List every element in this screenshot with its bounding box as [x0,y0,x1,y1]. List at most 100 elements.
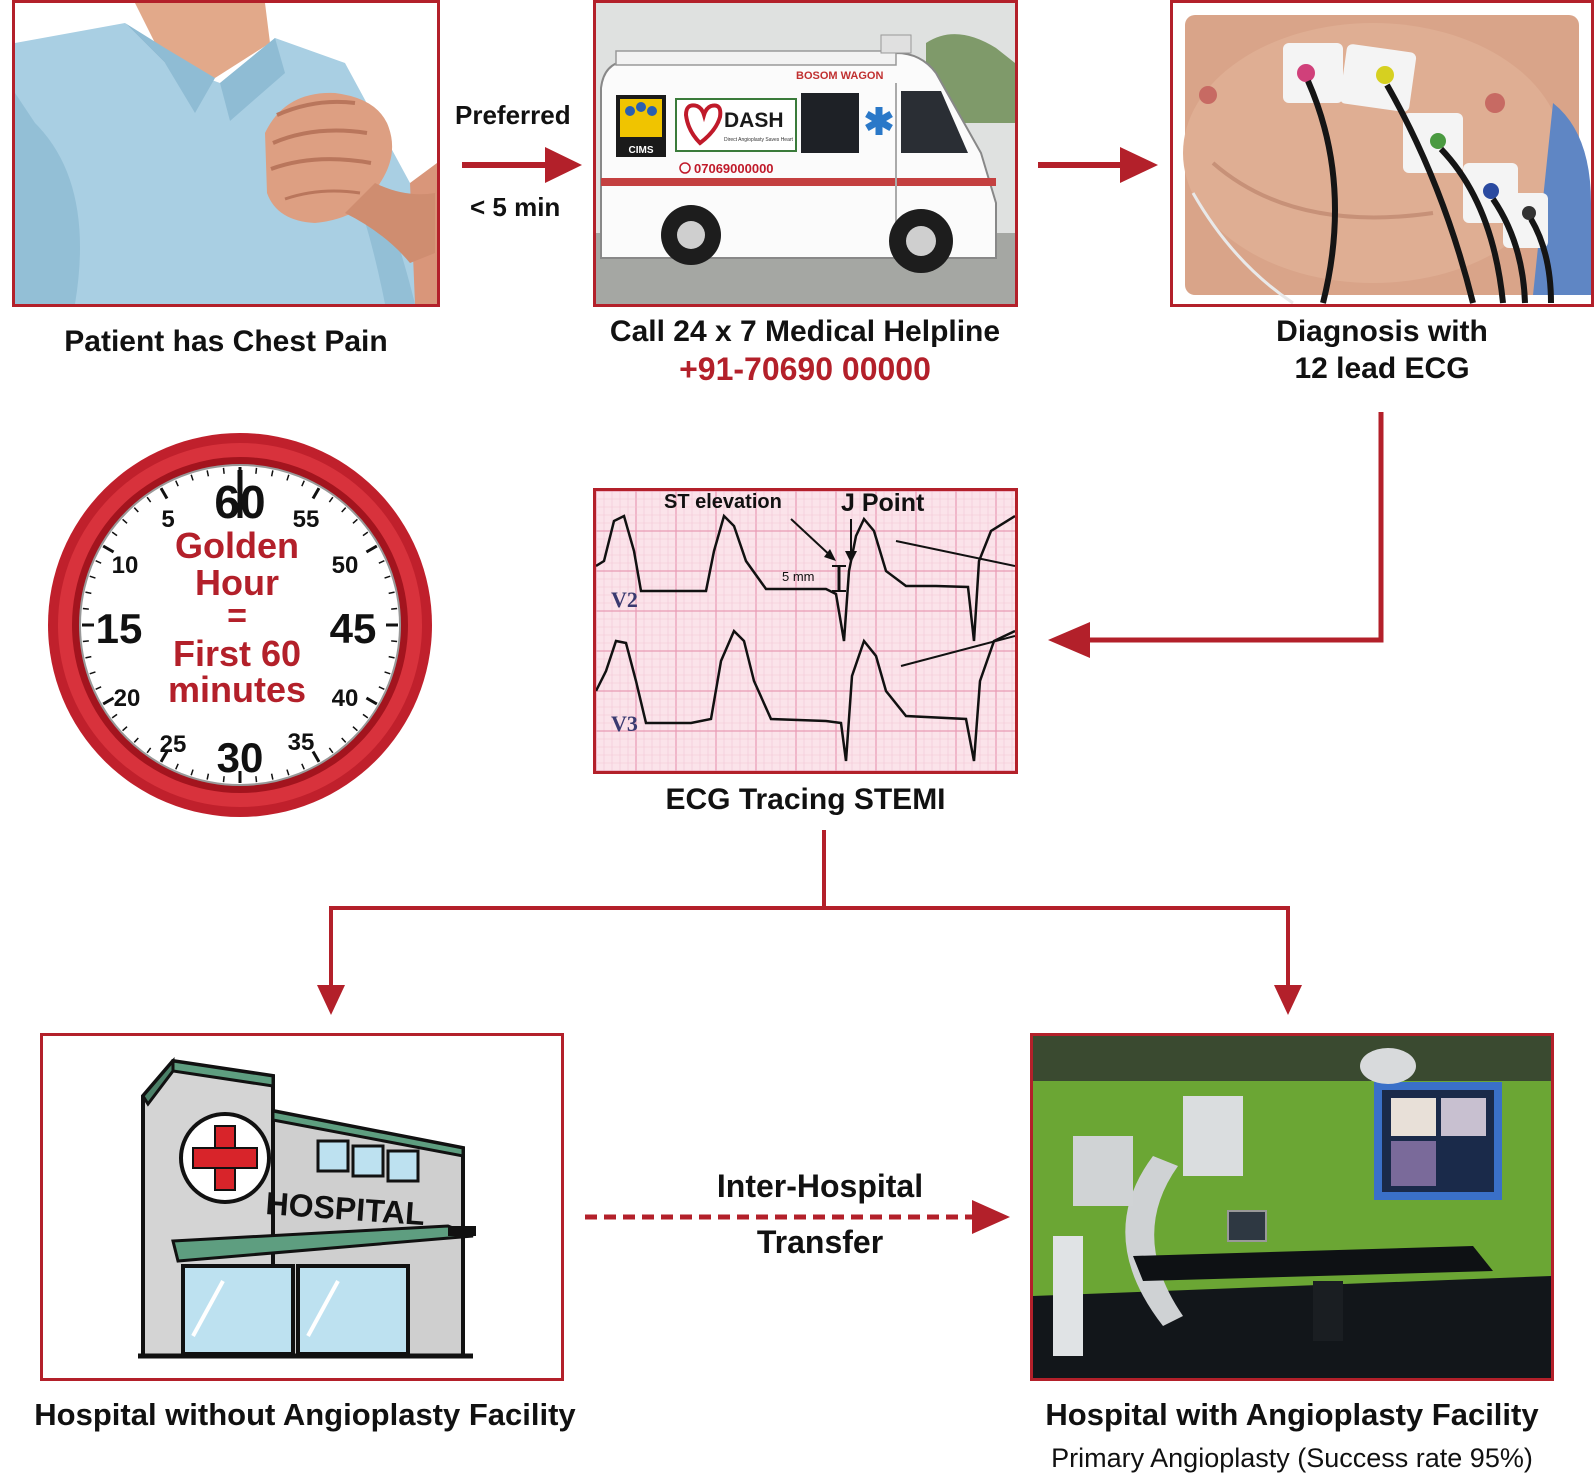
arrow-to-tracing [1048,412,1384,658]
hospital-building-icon: HOSPITAL [43,1036,561,1378]
clock-number-15: 15 [96,605,143,652]
patient-chest-pain-photo [15,3,437,304]
hospital-without-frame: HOSPITAL [40,1033,564,1381]
clock-tick [159,750,169,763]
clock-tick [190,769,194,776]
clock-tick [222,467,225,474]
golden-hour-line4: First 60 [173,633,301,674]
clock-tick [102,696,115,706]
helpline-phone[interactable]: +91-70690 00000 [679,351,931,387]
cath-lab-photo [1033,1036,1551,1378]
inter-hospital-label: Inter-Hospital [716,1168,924,1204]
ecg-tracing-image: ST elevation J Point 5 mm V2 V3 [596,491,1015,771]
clock-tick [286,769,290,776]
clock-tick [146,496,152,503]
arrow-preferred [462,147,582,183]
clock-number-50: 50 [332,552,359,579]
ecg-tracing-frame: ST elevation J Point 5 mm V2 V3 [593,488,1018,774]
ecg-electrodes-photo [1173,3,1591,304]
clock-tick [95,686,102,690]
clock-tick [388,591,395,595]
clock-tick [95,560,102,564]
golden-hour-line1: Golden [175,525,299,566]
clock-tick [362,713,369,719]
clock-tick [111,713,118,719]
clock-tick [133,737,139,743]
clock-tick [391,640,398,643]
clock-tick [365,544,378,554]
stopwatch-icon: 60 5 10 15 20 25 30 35 40 45 50 55 Golde… [48,433,432,817]
clock-tick [362,531,369,537]
arrow-split [317,830,1302,1015]
clock-tick [146,747,152,754]
dash-logo-subtext: Direct Angioplasty Saves Heart [724,137,794,143]
clock-tick [133,507,139,513]
clock-number-60: 60 [214,476,265,528]
clock-tick [85,655,92,659]
clock-tick [82,640,89,643]
golden-hour-line2: Hour [195,562,279,603]
clock-tick [328,747,334,754]
ambulance-photo: BOSOM WAGON CIMS DASH Direct Angioplasty… [596,3,1015,304]
st-elevation-label: ST elevation [664,491,782,513]
clock-number-40: 40 [332,685,359,712]
diagnosis-caption-line2: 12 lead ECG [1294,352,1470,385]
clock-tick [341,507,347,513]
ambulance-photo-frame: BOSOM WAGON CIMS DASH Direct Angioplasty… [593,0,1018,307]
clock-tick [85,591,92,595]
clock-tick [388,655,395,659]
clock-tick [378,686,385,690]
clock-number-35: 35 [288,729,315,756]
clock-tick [384,671,391,675]
clock-tick [222,776,225,783]
primary-angioplasty-subcaption: Primary Angioplasty (Success rate 95%) [1051,1443,1533,1473]
clock-tick [378,560,385,564]
clock-tick [286,474,290,481]
arrow-inter-hospital [585,1200,1010,1234]
clock-tick [175,763,179,770]
clock-tick [111,531,118,537]
clock-tick [352,518,358,524]
clock-tick [190,474,194,481]
clock-tick [122,518,128,524]
clock-tick [89,671,96,675]
clock-tick [352,726,358,732]
clock-tick [89,575,96,579]
clock-number-20: 20 [114,685,141,712]
clock-tick [270,470,274,477]
j-point-label: J Point [841,491,925,517]
lead-v3-label: V3 [611,711,638,736]
time-limit-label: < 5 min [470,192,561,222]
golden-hour-equals: = [227,597,247,635]
five-mm-label: 5 mm [782,569,815,584]
hospital-with-caption: Hospital with Angioplasty Facility [1045,1397,1539,1432]
clock-tick [341,737,347,743]
clock-tick [122,726,128,732]
clock-tick [301,480,305,487]
clock-tick [206,773,210,780]
clock-number-10: 10 [112,552,139,579]
clock-tick [175,480,179,487]
clock-tick [328,496,334,503]
ecg-tracing-caption: ECG Tracing STEMI [665,783,946,816]
transfer-label: Transfer [756,1224,884,1260]
clock-number-25: 25 [160,731,187,758]
ecg-electrodes-frame [1170,0,1594,307]
lead-v2-label: V2 [611,587,638,612]
golden-hour-clock: 60 5 10 15 20 25 30 35 40 45 50 55 Golde… [45,430,435,820]
clock-number-30: 30 [217,734,264,781]
clock-number-55: 55 [293,506,320,533]
ambulance-top-text: BOSOM WAGON [796,70,883,82]
clock-tick [311,487,321,500]
golden-hour-line5: minutes [168,669,306,710]
arrow-to-diagnosis [1038,147,1158,183]
ambulance-badge-text: CIMS [629,145,654,156]
clock-tick [255,776,258,783]
clock-tick [102,544,115,554]
hospital-without-caption: Hospital without Angioplasty Facility [34,1397,576,1432]
clock-number-5: 5 [161,506,174,533]
cath-lab-frame [1030,1033,1554,1381]
preferred-label: Preferred [455,100,571,130]
clock-tick [365,696,378,706]
